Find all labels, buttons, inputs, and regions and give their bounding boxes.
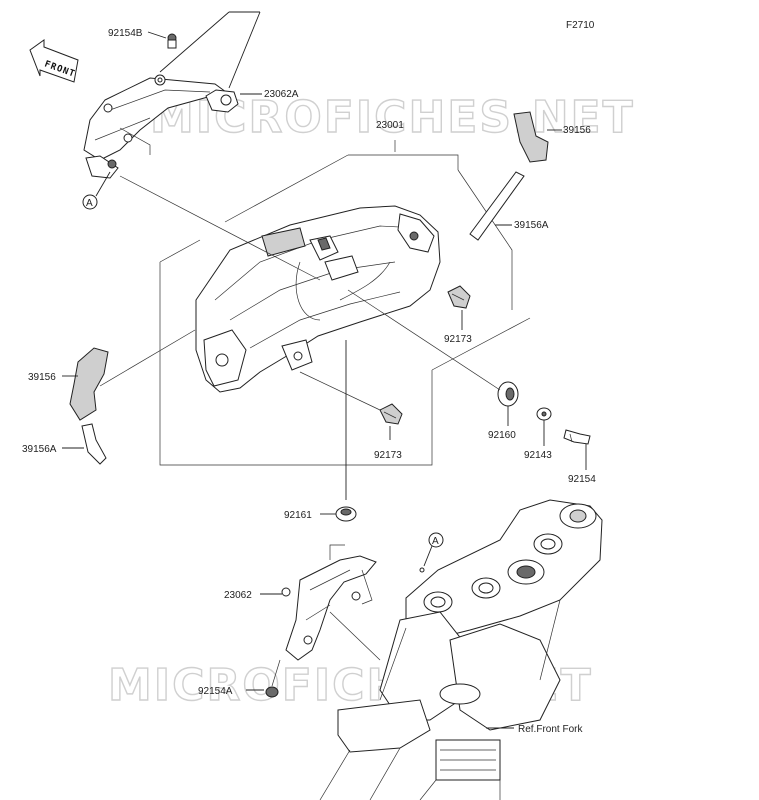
lower-bracket <box>281 544 377 661</box>
label-39156-top: 39156 <box>563 125 591 136</box>
label-92173-bottom: 92173 <box>374 450 402 461</box>
label-92173-right: 92173 <box>444 334 472 345</box>
upper-bracket <box>83 33 239 179</box>
label-23001: 23001 <box>376 120 404 131</box>
label-39156A-left: 39156A <box>22 444 57 455</box>
strip-39156A-top <box>469 171 525 241</box>
cover-39156-left <box>69 347 109 421</box>
bolt-92154 <box>563 429 591 445</box>
callout-a-fork: A <box>432 536 439 547</box>
label-ref-front-fork: Ref.Front Fork <box>518 724 583 735</box>
grommet-92160 <box>497 381 519 407</box>
headlight-assembly <box>195 205 441 393</box>
label-39156-left: 39156 <box>28 372 56 383</box>
cover-39156-top <box>513 111 549 163</box>
label-92154A: 92154A <box>198 686 233 697</box>
label-92154B: 92154B <box>108 28 143 39</box>
figure-code: F2710 <box>566 20 595 31</box>
nut-92154A <box>265 686 279 698</box>
grommet-92161 <box>335 506 357 522</box>
label-92160: 92160 <box>488 430 516 441</box>
clip-92173-right <box>447 285 471 309</box>
strip-39156A-left <box>81 423 107 465</box>
label-92154: 92154 <box>568 474 596 485</box>
assembly-frame <box>159 140 531 466</box>
front-arrow-icon: FRONT <box>29 39 79 83</box>
label-92143: 92143 <box>524 450 552 461</box>
washer-92143 <box>536 407 552 421</box>
label-23062: 23062 <box>224 590 252 601</box>
label-23062A: 23062A <box>264 89 299 100</box>
label-92161: 92161 <box>284 510 312 521</box>
clip-92173-bottom <box>379 403 403 425</box>
callout-a-top: A <box>86 198 93 209</box>
front-fork <box>319 499 603 800</box>
label-39156A-top: 39156A <box>514 220 549 231</box>
